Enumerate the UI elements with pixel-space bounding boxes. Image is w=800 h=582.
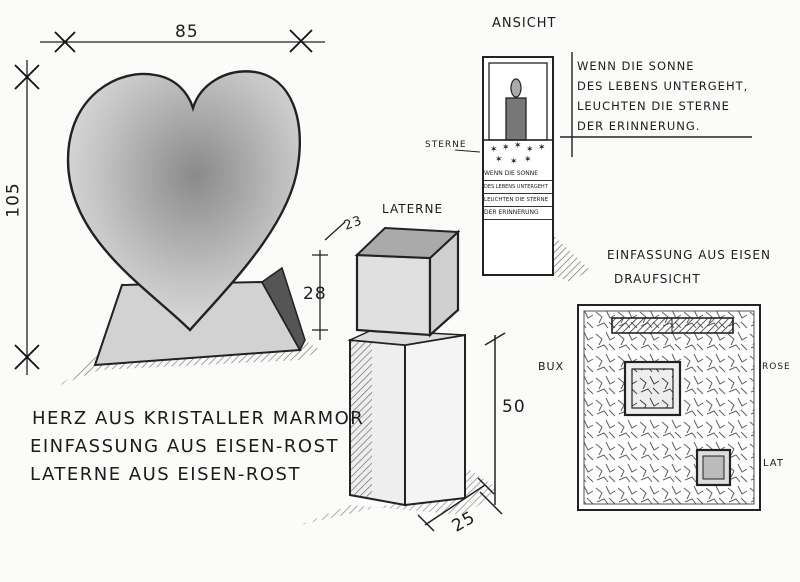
note-heart-material: Herz aus Kristaller Marmor [32, 408, 365, 429]
candle-flame [510, 78, 522, 98]
lantern-drawing [300, 221, 506, 532]
heart-shape [66, 70, 302, 332]
svg-text:✶: ✶ [510, 157, 518, 167]
front-view-drawing: ✶✶✶✶✶ ✶✶✶ [454, 52, 752, 282]
heart-height-label: 105 [3, 182, 24, 218]
front-view-title: Ansicht [492, 16, 557, 31]
svg-text:✶: ✶ [502, 143, 510, 153]
svg-text:✶: ✶ [514, 141, 522, 151]
label-bux: Bux [538, 360, 565, 373]
note-lantern-material: Laterne aus Eisen-Rost [30, 464, 301, 485]
lantern-title: Laterne [382, 202, 444, 216]
lantern-pillar-height-label: 50 [502, 397, 526, 417]
top-view-title: Einfassung aus Eisen [607, 248, 771, 262]
quote-line: Wenn die Sonne [577, 59, 695, 73]
plaque-line: der Erinnerung [484, 207, 552, 220]
svg-text:✶: ✶ [524, 155, 532, 165]
svg-text:✶: ✶ [490, 145, 498, 155]
svg-text:✶: ✶ [495, 155, 503, 165]
candle [505, 97, 527, 141]
heart-width-label: 85 [175, 22, 199, 42]
pillar-plaque-text: Wenn die Sonne des Lebens untergeht leuc… [484, 168, 552, 220]
lantern-top-height-label: 28 [303, 284, 327, 304]
plaque-line: leuchten die Sterne [484, 194, 552, 207]
top-view-subtitle: Draufsicht [614, 272, 701, 286]
stars-label: Sterne [425, 140, 467, 150]
quote-line: der Erinnerung. [577, 119, 701, 133]
note-border-material: Einfassung aus Eisen-Rost [30, 436, 339, 457]
quote-line: leuchten die Sterne [577, 99, 730, 113]
svg-text:✶: ✶ [538, 143, 546, 153]
epitaph-quote: Wenn die Sonne des Lebens untergeht, leu… [577, 56, 748, 136]
quote-line: des Lebens untergeht, [577, 79, 749, 93]
top-view-drawing [577, 304, 761, 511]
plaque-line: des Lebens untergeht [484, 181, 552, 194]
plaque-line: Wenn die Sonne [484, 168, 552, 181]
stars: ✶✶✶✶✶ ✶✶✶ [490, 141, 546, 167]
svg-text:✶: ✶ [526, 145, 534, 155]
heart-drawing [14, 29, 325, 385]
label-lantern: Lat [763, 458, 784, 469]
label-rose: Rose [762, 362, 791, 372]
